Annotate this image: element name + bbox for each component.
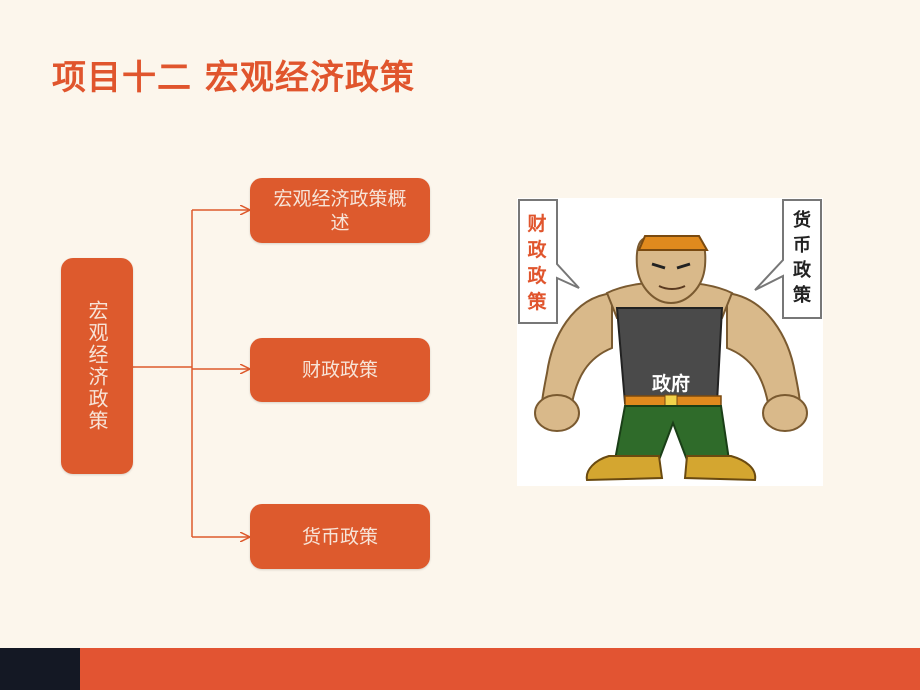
right-bubble-char: 政 <box>793 259 812 281</box>
right-speech-bubble: 货 币 政 策 <box>754 199 822 319</box>
child-node-monetary-policy: 货币政策 <box>250 504 430 569</box>
right-bubble-char: 策 <box>793 284 812 306</box>
footer-orange-bar <box>80 648 920 690</box>
page-title: 项目十二 宏观经济政策 <box>52 58 415 98</box>
root-node: 宏观经济政策 <box>61 258 133 474</box>
left-bubble-char: 政 <box>527 238 547 261</box>
child-node-label: 财政政策 <box>301 359 378 381</box>
strongman-illustration: 财 政 政 策 货 币 政 策 政府 <box>517 198 823 486</box>
child-node-fiscal-policy: 财政政策 <box>250 338 430 402</box>
child-node-label: 货币政策 <box>301 525 378 548</box>
footer-dark-block <box>0 648 80 690</box>
left-bubble-char: 策 <box>527 290 547 313</box>
left-bubble-char: 政 <box>527 264 547 287</box>
child-node-label: 宏观经济政策概述 <box>273 187 407 234</box>
left-speech-bubble: 财 政 政 策 <box>518 199 580 324</box>
right-bubble-char: 币 <box>793 235 811 256</box>
left-bubble-char: 财 <box>527 212 546 235</box>
root-node-label: 宏观经济政策 <box>85 300 109 432</box>
right-bubble-char: 货 <box>793 209 811 231</box>
child-node-overview: 宏观经济政策概述 <box>250 178 430 243</box>
shirt-label: 政府 <box>652 372 690 395</box>
